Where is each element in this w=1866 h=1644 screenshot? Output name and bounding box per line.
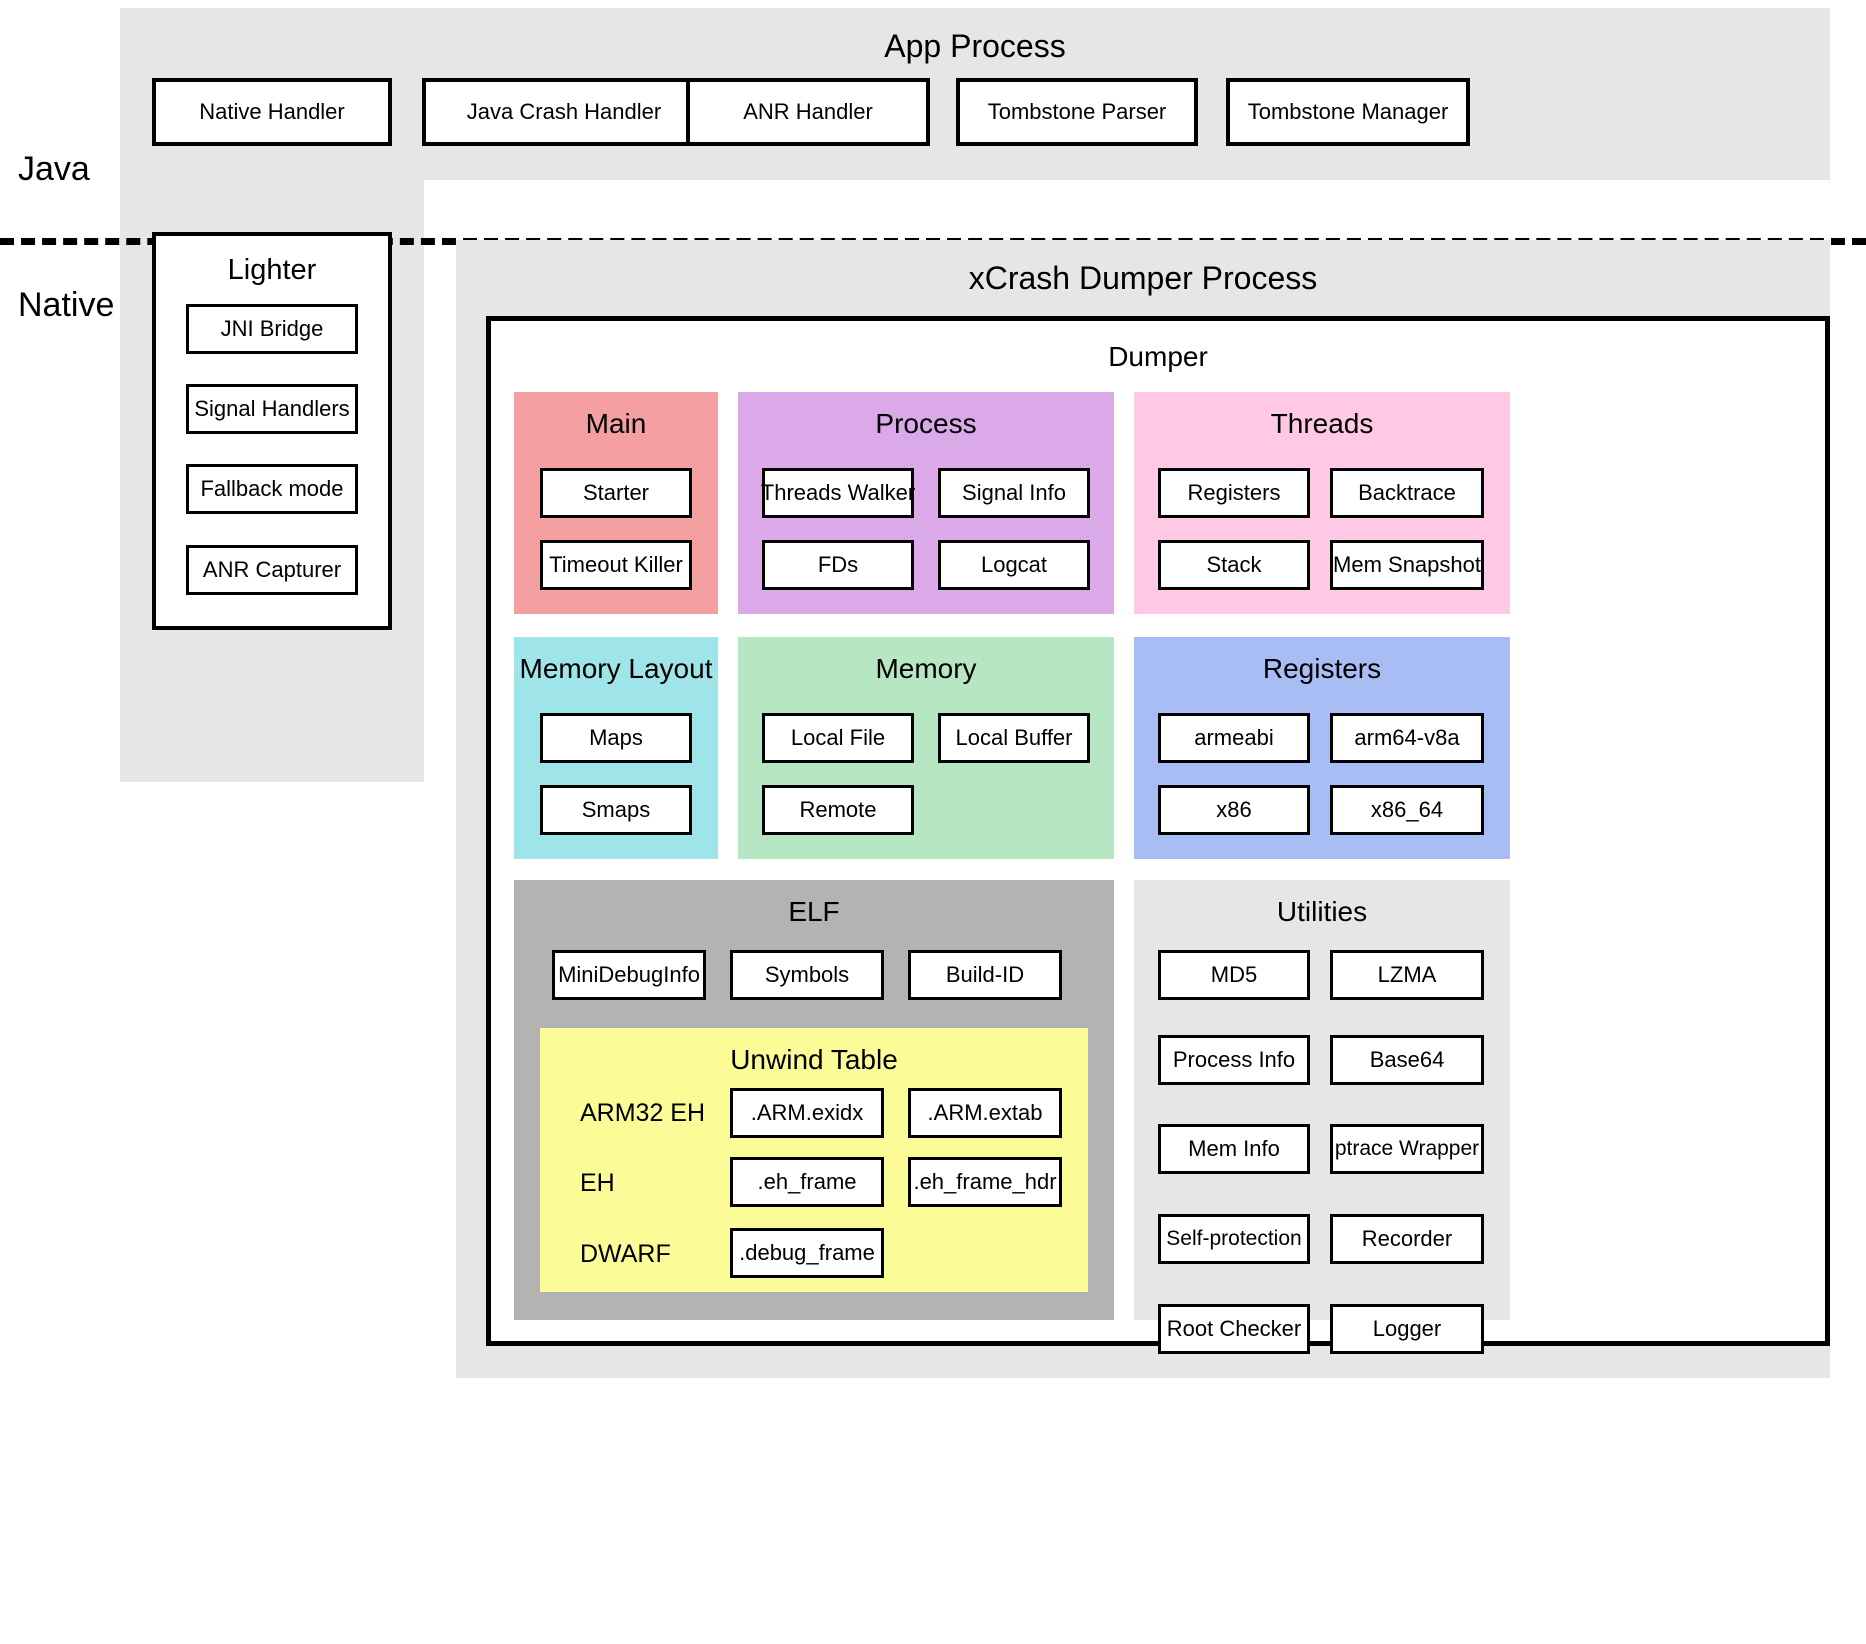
node-root-checker[interactable]: Root Checker	[1158, 1304, 1310, 1354]
node-build-id[interactable]: Build-ID	[908, 950, 1062, 1000]
node-x86-64[interactable]: x86_64	[1330, 785, 1484, 835]
node-backtrace[interactable]: Backtrace	[1330, 468, 1484, 518]
node-local-file[interactable]: Local File	[762, 713, 914, 763]
node-arm64-v8a[interactable]: arm64-v8a	[1330, 713, 1484, 763]
node-starter[interactable]: Starter	[540, 468, 692, 518]
node-tombstone-parser[interactable]: Tombstone Parser	[956, 78, 1198, 146]
node-fallback-mode[interactable]: Fallback mode	[186, 464, 358, 514]
node-thread-registers[interactable]: Registers	[1158, 468, 1310, 518]
group-unwind-table-title: Unwind Table	[730, 1044, 898, 1075]
node-eh-frame[interactable]: .eh_frame	[730, 1157, 884, 1207]
dumper-title: Dumper	[1108, 341, 1208, 372]
node-mem-snapshot[interactable]: Mem Snapshot	[1330, 540, 1484, 590]
node-threads-walker[interactable]: Threads Walker	[761, 468, 915, 518]
node-anr-handler[interactable]: ANR Handler	[686, 78, 930, 146]
group-memory-title: Memory	[875, 653, 977, 684]
unwind-row-label-eh: EH	[580, 1169, 615, 1197]
node-recorder[interactable]: Recorder	[1330, 1214, 1484, 1264]
node-native-handler[interactable]: Native Handler	[152, 78, 392, 146]
group-memory-layout-title: Memory Layout	[519, 653, 713, 684]
node-local-buffer[interactable]: Local Buffer	[938, 713, 1090, 763]
node-ptrace-wrapper[interactable]: ptrace Wrapper	[1330, 1124, 1484, 1174]
node-debug-frame[interactable]: .debug_frame	[730, 1228, 884, 1278]
node-arm-exidx[interactable]: .ARM.exidx	[730, 1088, 884, 1138]
group-process-title: Process	[875, 408, 977, 439]
node-mem-info[interactable]: Mem Info	[1158, 1124, 1310, 1174]
node-timeout-killer[interactable]: Timeout Killer	[540, 540, 692, 590]
node-lzma[interactable]: LZMA	[1330, 950, 1484, 1000]
node-minidebuginfo[interactable]: MiniDebugInfo	[552, 950, 706, 1000]
group-registers-title: Registers	[1262, 653, 1382, 684]
node-arm-extab[interactable]: .ARM.extab	[908, 1088, 1062, 1138]
node-symbols[interactable]: Symbols	[730, 950, 884, 1000]
group-elf-title: ELF	[788, 896, 840, 927]
node-armeabi[interactable]: armeabi	[1158, 713, 1310, 763]
app-process-title: App Process	[884, 28, 1066, 64]
node-tombstone-manager[interactable]: Tombstone Manager	[1226, 78, 1470, 146]
node-jni-bridge[interactable]: JNI Bridge	[186, 304, 358, 354]
node-process-info[interactable]: Process Info	[1158, 1035, 1310, 1085]
node-logcat[interactable]: Logcat	[938, 540, 1090, 590]
xcrash-dumper-process-title: xCrash Dumper Process	[968, 260, 1318, 296]
layer-label-native: Native	[18, 286, 115, 324]
node-md5[interactable]: MD5	[1158, 950, 1310, 1000]
unwind-row-label-arm32-eh: ARM32 EH	[580, 1099, 706, 1127]
group-threads-title: Threads	[1270, 408, 1374, 439]
node-base64[interactable]: Base64	[1330, 1035, 1484, 1085]
group-main-title: Main	[585, 408, 647, 439]
layer-label-java: Java	[18, 150, 90, 188]
node-self-protection[interactable]: Self-protection	[1158, 1214, 1310, 1264]
lighter-title: Lighter	[227, 254, 317, 286]
node-smaps[interactable]: Smaps	[540, 785, 692, 835]
node-eh-frame-hdr[interactable]: .eh_frame_hdr	[908, 1157, 1062, 1207]
node-signal-info[interactable]: Signal Info	[938, 468, 1090, 518]
node-stack[interactable]: Stack	[1158, 540, 1310, 590]
node-logger[interactable]: Logger	[1330, 1304, 1484, 1354]
group-utilities-title: Utilities	[1276, 896, 1368, 927]
node-x86[interactable]: x86	[1158, 785, 1310, 835]
node-remote[interactable]: Remote	[762, 785, 914, 835]
node-maps[interactable]: Maps	[540, 713, 692, 763]
node-fds[interactable]: FDs	[762, 540, 914, 590]
node-java-crash-handler[interactable]: Java Crash Handler	[422, 78, 706, 146]
node-anr-capturer[interactable]: ANR Capturer	[186, 545, 358, 595]
node-signal-handlers[interactable]: Signal Handlers	[186, 384, 358, 434]
unwind-row-label-dwarf: DWARF	[580, 1240, 671, 1268]
